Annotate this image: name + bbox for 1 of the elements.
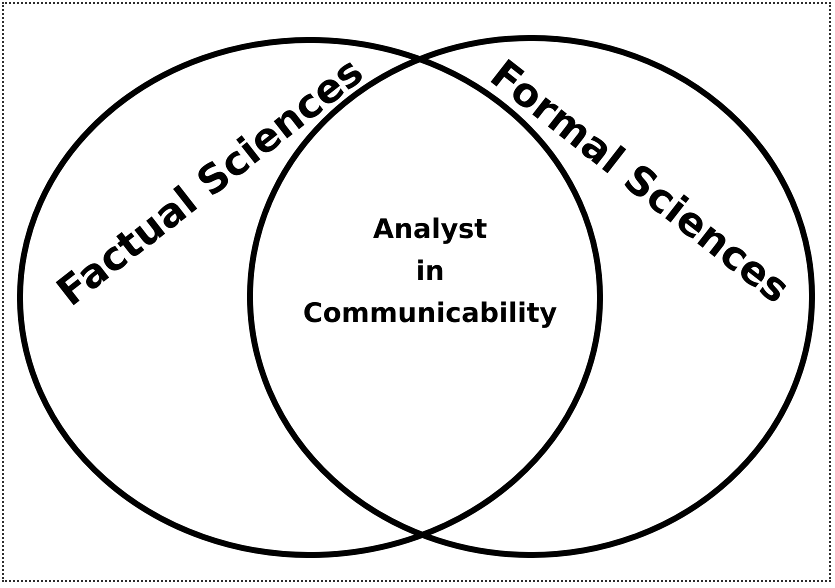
overlap-label: Analyst in Communicability: [303, 213, 558, 331]
